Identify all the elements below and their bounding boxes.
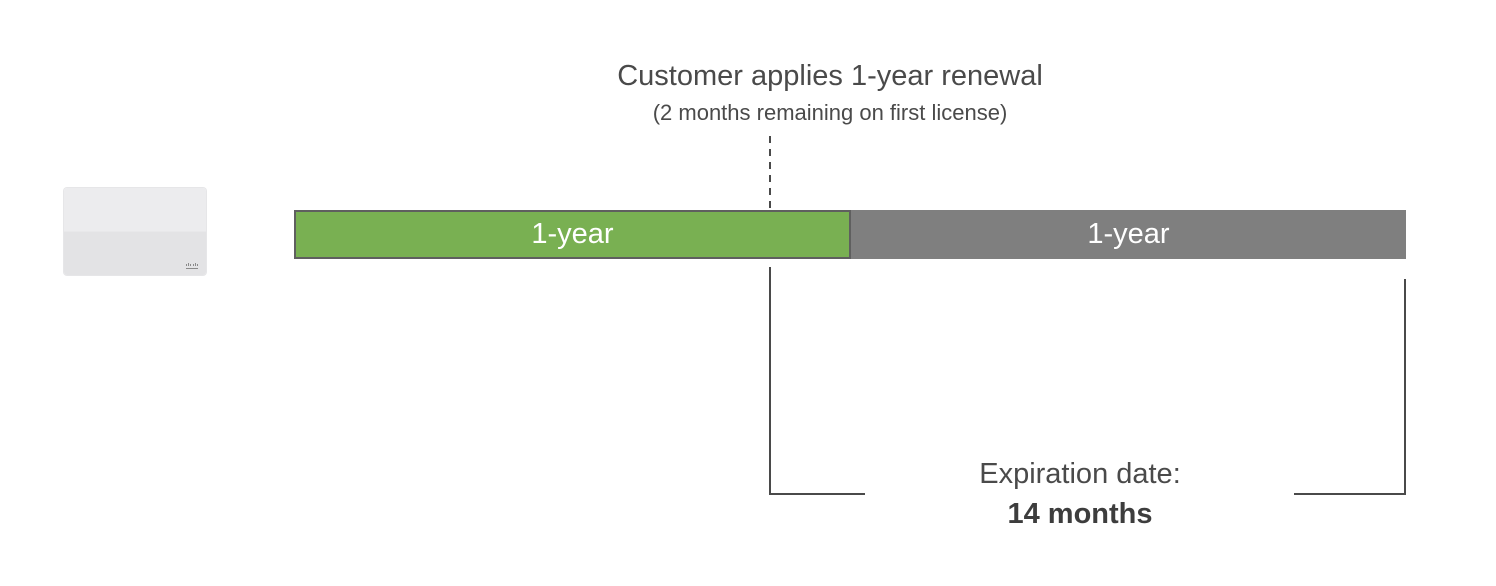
- first-license-segment: 1-year: [294, 210, 851, 259]
- expiration-bracket-left: [769, 267, 865, 495]
- expiration-bracket-right: [1294, 279, 1406, 495]
- renewal-subtitle: (2 months remaining on first license): [652, 100, 1008, 125]
- renewal-license-segment: 1-year: [851, 210, 1406, 259]
- first-license-label: 1-year: [531, 218, 614, 250]
- cisco-logo-icon: [186, 263, 198, 269]
- device-image: [64, 188, 206, 275]
- renewal-license-label: 1-year: [1087, 218, 1170, 250]
- renewal-title: Customer applies 1-year renewal: [617, 60, 1043, 92]
- expiration-label: Expiration date:: [979, 458, 1181, 490]
- expiration-value: 14 months: [1007, 498, 1153, 530]
